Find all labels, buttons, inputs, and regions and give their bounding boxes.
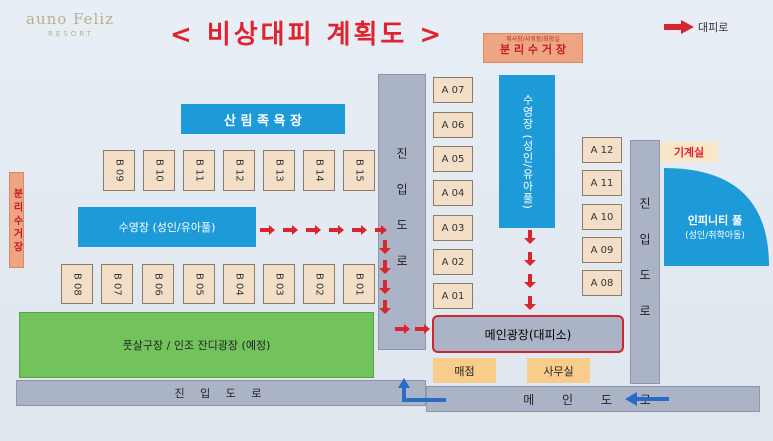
office: 사무실 bbox=[527, 358, 590, 383]
infinity-pool-shape bbox=[664, 168, 769, 266]
recycling-area-top: 취사장/샤워장/화장실 분 리 수 거 장 bbox=[483, 33, 583, 63]
cabin-b10: B 10 bbox=[143, 150, 175, 191]
page-title: < 비상대피 계획도 > bbox=[170, 20, 445, 50]
cabin-b03: B 03 bbox=[263, 264, 295, 304]
cabin-a04: A 04 bbox=[433, 180, 473, 206]
cabin-b02: B 02 bbox=[303, 264, 335, 304]
main-road: 메 인 도 로 bbox=[426, 386, 760, 412]
cabin-b13: B 13 bbox=[263, 150, 295, 191]
futsal-lawn-plaza: 풋살구장 / 인조 잔디광장 (예정) bbox=[19, 312, 374, 378]
infinity-pool-title: 인피니티 풀 bbox=[687, 214, 743, 227]
cabin-a06: A 06 bbox=[433, 112, 473, 138]
facility-note: 취사장/샤워장/화장실 bbox=[506, 36, 560, 43]
recycling-label: 분 리 수 거 장 bbox=[500, 43, 566, 56]
entry-road-right: 진 입 도 로 bbox=[630, 140, 660, 384]
cabin-b04: B 04 bbox=[223, 264, 255, 304]
cabin-b15: B 15 bbox=[343, 150, 375, 191]
cabin-b07: B 07 bbox=[101, 264, 133, 304]
cabin-b05: B 05 bbox=[183, 264, 215, 304]
cabin-b11: B 11 bbox=[183, 150, 215, 191]
evacuation-route-arrows bbox=[260, 225, 430, 334]
swimming-pool-left: 수영장 (성인/유아풀) bbox=[78, 207, 256, 247]
cabin-b01: B 01 bbox=[343, 264, 375, 304]
entry-road-bottom: 진 입 도 로 bbox=[16, 380, 426, 406]
recycling-area-left: 분 리 수 거 장 bbox=[9, 172, 24, 268]
recycling-label: 분 리 수 거 장 bbox=[11, 188, 22, 252]
infinity-pool-subtitle: (성인/취학아동) bbox=[685, 231, 745, 241]
forest-footbath: 산 림 족 욕 장 bbox=[181, 104, 345, 134]
cabin-a10: A 10 bbox=[582, 204, 622, 230]
cabin-b14: B 14 bbox=[303, 150, 335, 191]
traffic-direction-arrow bbox=[625, 392, 669, 406]
b-cabins-top-row: B 09 B 10 B 11 B 12 B 13 B 14 B 15 bbox=[103, 150, 375, 195]
cabin-a12: A 12 bbox=[582, 137, 622, 163]
cabin-a03: A 03 bbox=[433, 215, 473, 241]
traffic-direction-arrow bbox=[398, 378, 446, 402]
swimming-pool-right: 수영장 (성인/유아풀) bbox=[499, 75, 555, 228]
cabin-b12: B 12 bbox=[223, 150, 255, 191]
cabin-b06: B 06 bbox=[142, 264, 174, 304]
cabin-a09: A 09 bbox=[582, 237, 622, 263]
cabin-a02: A 02 bbox=[433, 249, 473, 275]
cabin-a11: A 11 bbox=[582, 170, 622, 196]
cabin-b08: B 08 bbox=[61, 264, 93, 304]
legend-label: 대피로 bbox=[698, 21, 729, 34]
cabin-a05: A 05 bbox=[433, 146, 473, 172]
main-plaza-shelter: 메인광장(대피소) bbox=[432, 315, 624, 353]
convenience-store: 매점 bbox=[433, 358, 496, 383]
resort-logo: auno Feliz bbox=[26, 10, 115, 28]
a-cabins-right-column: A 12 A 11 A 10 A 09 A 08 bbox=[582, 137, 622, 297]
machine-room: 기계실 bbox=[660, 142, 718, 162]
cabin-a08: A 08 bbox=[582, 270, 622, 296]
evacuation-arrow-icon bbox=[664, 20, 694, 34]
cabin-b09: B 09 bbox=[103, 150, 135, 191]
cabin-a07: A 07 bbox=[433, 77, 473, 103]
resort-logo-sub: RESORT bbox=[48, 30, 94, 38]
b-cabins-bottom-row: B 08 B 07 B 06 B 05 B 04 B 03 B 02 B 01 bbox=[61, 264, 381, 309]
evacuation-route-arrows-down bbox=[524, 230, 536, 310]
cabin-a01: A 01 bbox=[433, 283, 473, 309]
a-cabins-left-column: A 07 A 06 A 05 A 04 A 03 A 02 A 01 bbox=[433, 77, 473, 309]
